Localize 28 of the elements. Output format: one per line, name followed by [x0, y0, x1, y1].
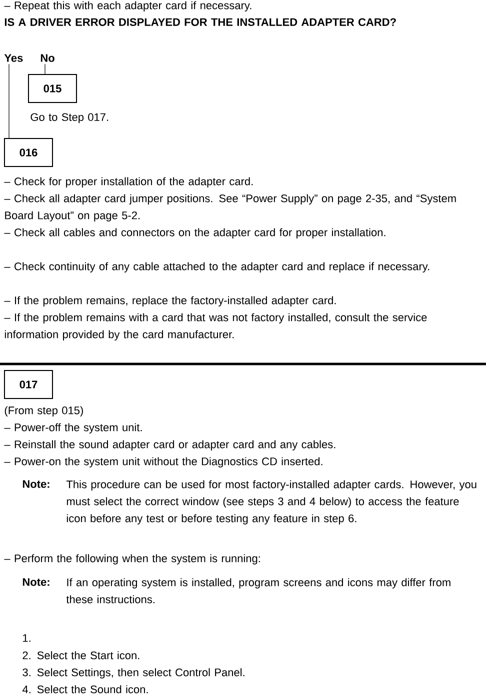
step-box: 015	[28, 74, 77, 103]
instruction-text: Go to Step 017.	[30, 113, 108, 124]
note-label: Note:	[22, 578, 50, 586]
step-item: 2. Select the Start icon.	[22, 651, 140, 660]
list-item: – Check continuity of any cable attached to the adapter card and replace if necessary.	[4, 262, 430, 272]
note-label: Note:	[22, 480, 50, 488]
list-item: – Reinstall the sound adapter card or adapter card and any cables.	[4, 440, 336, 450]
step-item: 4. Select the Sound icon.	[22, 685, 148, 694]
note-text: 1.	[23, 634, 30, 642]
step-box: 016	[4, 138, 53, 167]
note-text: If an operating system is installed, program screens and icons may differ from these instructions.	[66, 578, 450, 604]
connector-line	[44, 64, 46, 74]
note-text: This procedure can be used for most factory-installed adapter cards. However, you must select the correct window (see steps 3 and 4 below) to access the feature icon before any test or before testing any feature in step 6.	[66, 480, 476, 524]
list-item: – Power-off the system unit.	[4, 423, 142, 434]
list-item: – Repeat this with each adapter card if necessary.	[4, 1, 252, 12]
connector-line	[8, 64, 10, 138]
answer-word: Yes	[4, 54, 23, 62]
step-box: 017	[4, 370, 53, 399]
list-item: – If the problem remains with a card that was not factory installed, consult the service information provided by the card manufacturer.	[4, 313, 427, 340]
list-item: – Power-on the system unit without the Diagnostics CD inserted.	[4, 457, 322, 468]
list-item: – Perform the following when the system is running:	[4, 554, 260, 564]
step-item: 3. Select Settings, then select Control Panel.	[22, 668, 244, 678]
list-item: – Check all cables and connectors on the adapter card for proper installation.	[4, 228, 386, 238]
question-heading: IS A DRIVER ERROR DISPLAYED FOR THE INSTALLED ADAPTER CARD?	[4, 18, 396, 26]
answer-word: No	[40, 54, 54, 62]
list-item: – Check for proper installation of the adapter card.	[4, 177, 253, 188]
list-item: – Check all adapter card jumper positions. See “Power Supply” on page 2-35, and “System Board Layout” on page 5-2.	[4, 194, 456, 222]
list-item: – If the problem remains, replace the factory-installed adapter card.	[4, 296, 336, 306]
